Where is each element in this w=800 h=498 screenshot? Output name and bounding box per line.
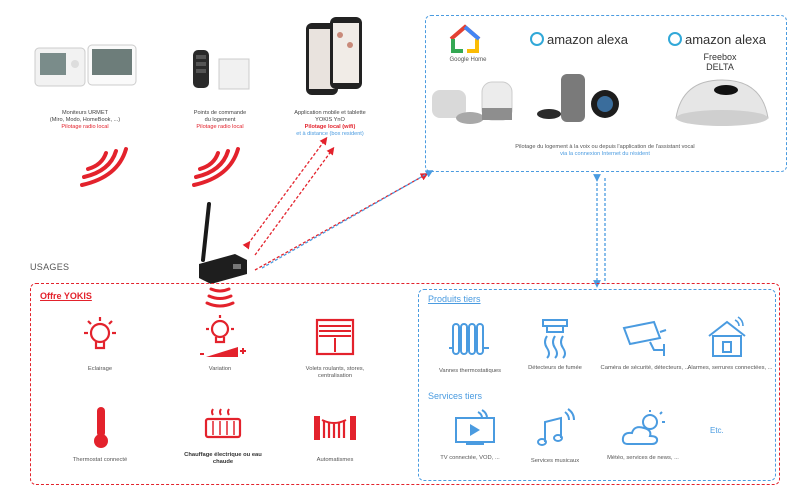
alexa-ring-icon xyxy=(668,32,682,46)
tv-icon xyxy=(455,409,495,445)
services-title: Services tiers xyxy=(428,391,483,401)
usages-title: USAGES xyxy=(30,262,70,272)
yokis-title: Offre YOKIS xyxy=(40,291,92,301)
shutter-icon xyxy=(315,318,355,356)
services-label-3: Etc. xyxy=(710,426,724,435)
router-radio-waves-icon xyxy=(205,287,235,308)
yokis-label-2: Volets roulants, stores, centralisation xyxy=(305,366,365,379)
products-label-2: Caméra de sécurité, détecteurs, ... xyxy=(600,365,690,371)
freebox-delta-image xyxy=(675,79,769,126)
yokis-label-4: Chauffage électrique ou eau chaude xyxy=(184,452,262,465)
smoke-detector-icon xyxy=(542,319,568,359)
dimmer-icon xyxy=(200,315,246,357)
gate-icon xyxy=(314,416,356,440)
google-home-label: Google Home xyxy=(449,57,487,63)
services-label-1: Services musicaux xyxy=(530,458,580,464)
products-title: Produits tiers xyxy=(428,294,481,304)
alexa-logo-1: amazon alexa xyxy=(530,32,628,47)
radio-waves-urmet-icon xyxy=(80,147,128,187)
yno-caption: Application mobile et tablette YOKIS YnO… xyxy=(294,110,366,137)
bulb-icon xyxy=(84,317,116,350)
radiator-icon xyxy=(204,408,242,439)
products-label-0: Vannes thermostatiques xyxy=(438,368,502,374)
yokis-label-5: Automatismes xyxy=(316,457,354,463)
products-label-1: Détecteurs de fumée xyxy=(528,365,582,371)
valve-icon xyxy=(449,323,489,355)
yokis-label-0: Eclairage xyxy=(87,366,113,372)
assistants-box xyxy=(425,15,787,172)
tiers-box xyxy=(418,289,776,481)
alexa-logo-2: amazon alexa xyxy=(668,32,766,47)
products-label-3: Alarmes, serrures connectées, ... xyxy=(687,365,773,371)
assistants-caption: Pilotage du logement à la voix ou depuis… xyxy=(515,144,695,157)
services-label-2: Météo, services de news, ... xyxy=(607,455,679,461)
yokis-box xyxy=(30,283,780,485)
echo-devices-image xyxy=(537,74,619,122)
services-label-0: TV connectée, VOD, ... xyxy=(440,455,500,461)
command-points-image xyxy=(185,45,255,100)
music-icon xyxy=(537,408,575,446)
thermometer-icon xyxy=(94,407,108,448)
yokis-label-3: Thermostat connecté xyxy=(72,457,128,463)
alexa-ring-icon xyxy=(530,32,544,46)
radio-waves-command-icon xyxy=(192,147,240,187)
camera-icon xyxy=(622,320,667,356)
weather-icon xyxy=(621,410,665,445)
urmet-caption: Moniteurs URMET (Miro, Modo, HomeBook, .… xyxy=(49,110,121,130)
google-home-logo-icon xyxy=(449,24,481,53)
yokis-label-1: Variation xyxy=(208,366,232,372)
freebox-label: Freebox DELTA xyxy=(703,52,737,72)
google-devices-image xyxy=(432,81,513,124)
alarm-house-icon xyxy=(708,316,746,357)
command-points-caption: Points de commande du logement Pilotage … xyxy=(193,110,247,130)
router-image xyxy=(199,202,247,284)
yno-app-image xyxy=(298,15,368,100)
urmet-monitors-image xyxy=(30,40,140,100)
